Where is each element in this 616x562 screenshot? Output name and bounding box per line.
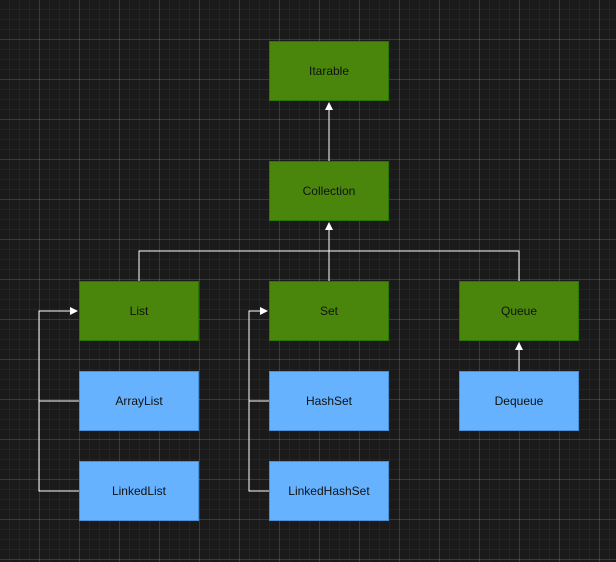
edge-linkedhashset-to-set [248,307,269,492]
edge-list-to-collection [138,250,329,281]
node-linkedhashset-label: LinkedHashSet [288,484,370,498]
node-set[interactable]: Set [269,281,389,341]
node-iterable[interactable]: Itarable [269,41,389,101]
node-arraylist[interactable]: ArrayList [79,371,199,431]
node-collection-label: Collection [302,184,356,198]
node-queue[interactable]: Queue [459,281,579,341]
node-list[interactable]: List [79,281,199,341]
node-hashset-label: HashSet [305,394,353,408]
node-linkedhashset[interactable]: LinkedHashSet [269,461,389,521]
node-linkedlist[interactable]: LinkedList [79,461,199,521]
node-hashset[interactable]: HashSet [269,371,389,431]
node-iterable-label: Itarable [308,64,350,78]
node-queue-label: Queue [500,304,538,318]
node-arraylist-label: ArrayList [115,394,163,408]
node-collection[interactable]: Collection [269,161,389,221]
node-dequeue-label: Dequeue [494,394,544,408]
node-linkedlist-label: LinkedList [111,484,167,498]
node-dequeue[interactable]: Dequeue [459,371,579,431]
edge-linkedlist-to-list [38,307,79,492]
edge-queue-to-collection [329,250,520,281]
node-set-label: Set [319,304,338,318]
node-list-label: List [129,304,149,318]
